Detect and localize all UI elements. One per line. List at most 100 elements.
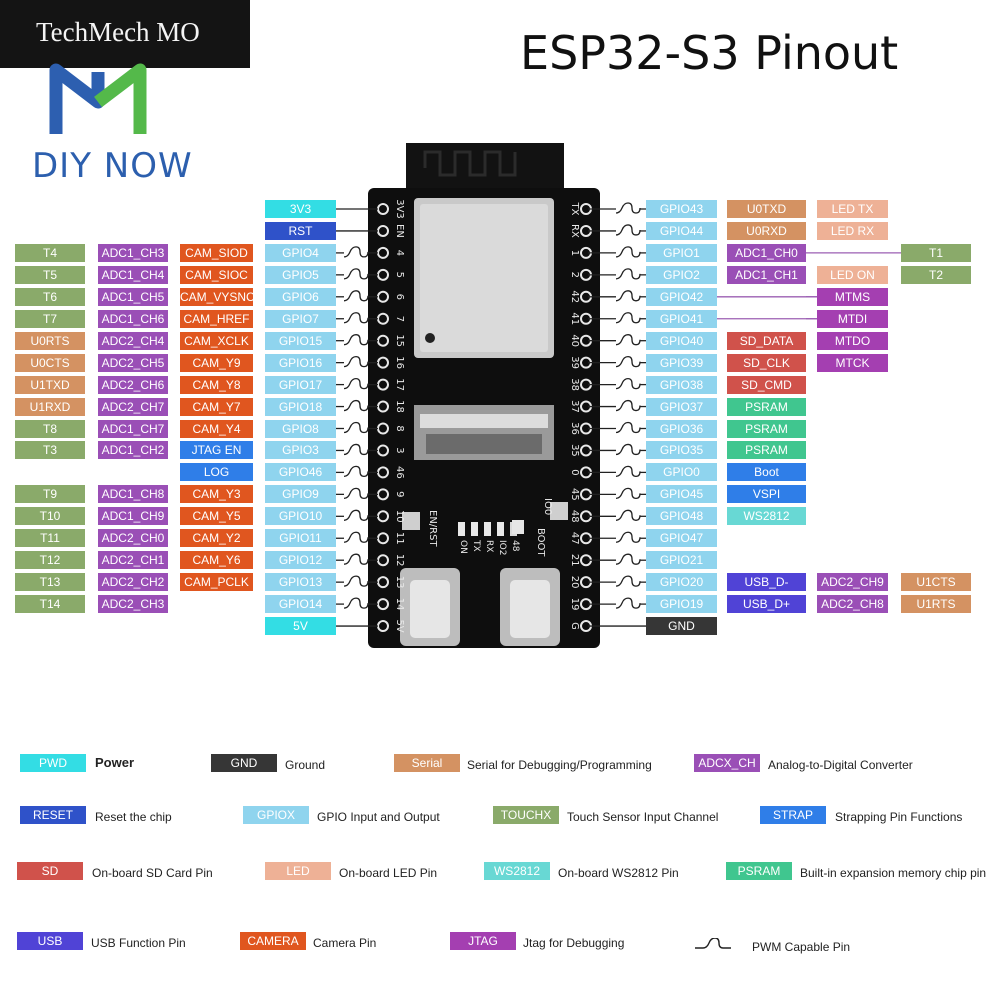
legend-text: On-board WS2812 Pin [558,866,679,880]
header-pin [377,356,389,369]
silkscreen-pin-label: 35 [569,444,580,457]
silkscreen-pin-label: 14 [394,598,405,611]
gpio-label-right: GPIO39 [646,353,717,372]
header-pin [377,620,389,633]
function-label-left: U0CTS [15,353,85,372]
gpio-label-left: GPIO14 [265,595,336,614]
gpio-label-left: RST [265,221,336,240]
gpio-label-left: GPIO12 [265,551,336,570]
function-label-left: U1TXD [15,375,85,394]
function-label-right: Boot [727,463,806,482]
function-label-left: ADC2_CH3 [98,595,168,614]
function-label-left: U1RXD [15,397,85,416]
watermark: TechMech MO [0,0,250,68]
legend-text: Touch Sensor Input Channel [567,810,719,824]
silkscreen-pin-label: 15 [394,334,405,347]
silkscreen-pin-label: 1 [569,250,580,256]
header-pin [377,246,389,259]
legend-key: JTAG [450,932,516,950]
function-label-left: CAM_HREF [180,309,253,328]
pwm-icon [615,377,641,390]
header-pin [377,532,389,545]
function-label-left: T14 [15,595,85,614]
function-label-left: U0RTS [15,331,85,350]
function-label-right: MTDI [817,309,888,328]
legend-key: GND [211,754,277,772]
function-label-left: CAM_Y9 [180,353,253,372]
legend-text: Jtag for Debugging [523,936,625,950]
function-label-left: T12 [15,551,85,570]
function-label-right: PSRAM [727,441,806,460]
gpio-label-left: GPIO9 [265,485,336,504]
function-label-left: CAM_SIOC [180,265,253,284]
function-label-left: T11 [15,529,85,548]
function-label-right: U0RXD [727,221,806,240]
function-label-left: ADC2_CH7 [98,397,168,416]
pwm-icon [615,597,641,609]
pwm-icon [615,575,641,587]
silkscreen-pin-label: 21 [569,554,580,567]
function-label-right: ADC1_CH0 [727,243,806,262]
function-label-right: SD_DATA [727,331,806,350]
header-pin [377,554,389,567]
function-label-right: USB_D+ [727,595,806,614]
board-led [471,522,478,536]
gpio-label-left: GPIO8 [265,419,336,438]
gpio-label-left: GPIO46 [265,463,336,482]
pwm-icon [615,224,641,236]
function-label-left: CAM_VYSNC [180,287,253,306]
silkscreen-pin-label: 9 [394,491,405,497]
legend-key: LED [265,862,331,880]
function-label-right: WS2812 [727,507,806,526]
legend-key: ADCX_CH [694,754,760,772]
pwm-icon [343,421,369,434]
camera-connector-slot [420,414,548,428]
pwm-icon [615,312,641,324]
gpio-label-right: GPIO37 [646,397,717,416]
silkscreen-pin-label: 48 [569,510,580,523]
boot-button[interactable] [550,502,568,520]
silkscreen-pin-label: 11 [394,532,405,545]
pwm-icon [615,268,641,280]
function-label-left: CAM_PCLK [180,573,253,592]
silkscreen-pin-label: 20 [569,576,580,589]
pwm-icon [343,443,369,456]
gpio-label-right: GPIO20 [646,573,717,592]
silkscreen-pin-label: 37 [569,400,580,413]
gpio-label-left: GPIO6 [265,287,336,306]
gpio-label-left: GPIO10 [265,507,336,526]
ws2812-led [512,520,524,534]
function-label-left: CAM_Y8 [180,375,253,394]
function-label-right: T2 [901,265,971,284]
gpio-label-right: GPIO43 [646,200,717,218]
button-label: BOOT [535,528,546,557]
silkscreen-pin-label: 47 [569,532,580,545]
pwm-icon [343,246,369,258]
header-pin [377,466,389,479]
function-label-right: T1 [901,243,971,262]
silkscreen-pin-label: 3 [394,447,405,453]
legend-key: GPIOX [243,806,309,824]
silkscreen-pin-label: 3V3 [394,199,405,219]
legend-key: PSRAM [726,862,792,880]
reset-button[interactable] [402,512,420,530]
function-label-right: LED RX [817,221,888,240]
gpio-label-left: GPIO17 [265,375,336,394]
silkscreen-pin-label: G [569,622,580,630]
function-label-left: ADC2_CH4 [98,331,168,350]
board-led [497,522,504,536]
header-pin [377,334,389,347]
function-label-right: LED ON [817,265,888,284]
header-pin [377,224,389,237]
silkscreen-pin-label: 46 [394,466,405,479]
board-led [484,522,491,536]
led-label: TX [471,539,481,552]
module-dot [425,333,435,343]
function-label-left: T6 [15,287,85,306]
function-label-left: T7 [15,309,85,328]
pwm-icon [615,487,641,500]
gpio-label-right: GPIO36 [646,419,717,438]
function-label-left: ADC1_CH5 [98,287,168,306]
